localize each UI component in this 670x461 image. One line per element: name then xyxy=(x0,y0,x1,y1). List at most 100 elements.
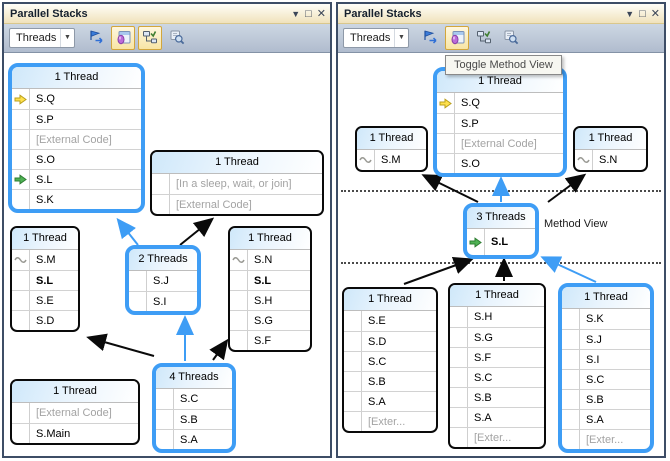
frame-row[interactable]: S.E xyxy=(12,290,78,310)
frame-label: S.L xyxy=(491,236,509,248)
stack-box-header[interactable]: 3 Threads xyxy=(467,207,535,229)
frame-row[interactable]: [Exter... xyxy=(562,429,650,449)
float-window-icon[interactable]: □ xyxy=(639,7,646,20)
frame-row[interactable]: S.P xyxy=(12,109,141,129)
frame-row[interactable]: S.D xyxy=(344,331,436,351)
frame-label: S.L xyxy=(36,274,54,287)
auto-scroll-button[interactable] xyxy=(472,26,496,50)
frame-row[interactable]: [Exter... xyxy=(344,411,436,431)
stack-box-header[interactable]: 4 Threads xyxy=(156,367,232,389)
frame-row[interactable]: S.L xyxy=(12,169,141,189)
frame-label: S.K xyxy=(36,193,54,206)
frame-label: S.P xyxy=(461,117,479,130)
window-menu-icon[interactable]: ▼ xyxy=(291,8,301,19)
stack-box-header[interactable]: 2 Threads xyxy=(129,249,197,271)
frame-row[interactable]: [External Code] xyxy=(152,194,322,214)
frame-row[interactable]: S.H xyxy=(230,290,310,310)
frame-row[interactable]: S.K xyxy=(12,189,141,209)
frame-row[interactable]: S.L xyxy=(467,229,535,255)
float-window-icon[interactable]: □ xyxy=(305,7,312,20)
frame-icon-gutter xyxy=(450,368,468,387)
frame-row[interactable]: S.A xyxy=(344,391,436,411)
frame-row[interactable]: S.G xyxy=(450,327,544,347)
close-icon[interactable]: ✕ xyxy=(316,7,326,20)
frame-row[interactable]: [External Code] xyxy=(12,403,138,423)
frame-row[interactable]: S.M xyxy=(357,150,426,170)
frame-row[interactable]: S.L xyxy=(12,270,78,290)
frame-row[interactable]: S.Q xyxy=(12,89,141,109)
frame-row[interactable]: S.B xyxy=(450,387,544,407)
stack-box-header[interactable]: 1 Thread xyxy=(357,128,426,150)
frame-row[interactable]: S.C xyxy=(450,367,544,387)
frame-row[interactable]: S.L xyxy=(230,270,310,290)
frame-row[interactable]: [In a sleep, wait, or join] xyxy=(152,174,322,194)
frame-icon-gutter xyxy=(12,424,30,443)
frame-row[interactable]: S.Main xyxy=(12,423,138,443)
frame-row[interactable]: S.B xyxy=(562,389,650,409)
frame-row[interactable]: S.Q xyxy=(437,93,563,113)
stack-box-header[interactable]: 1 Thread xyxy=(450,285,544,307)
toggle-method-view-button[interactable] xyxy=(111,26,135,50)
frame-row[interactable]: S.A xyxy=(562,409,650,429)
frame-row[interactable]: S.E xyxy=(344,311,436,331)
frame-row[interactable]: S.A xyxy=(450,407,544,427)
frame-row[interactable]: S.B xyxy=(344,371,436,391)
frame-label: S.B xyxy=(368,375,386,388)
stack-box-header[interactable]: 1 Thread xyxy=(437,71,563,93)
frame-row[interactable]: S.O xyxy=(437,153,563,173)
frame-row[interactable]: S.K xyxy=(562,309,650,329)
frame-row[interactable]: S.B xyxy=(156,409,232,429)
frame-row[interactable]: [Exter... xyxy=(450,427,544,447)
current-method-icon xyxy=(467,229,485,255)
frame-row[interactable]: S.M xyxy=(12,250,78,270)
stack-box-header[interactable]: 1 Thread xyxy=(12,228,78,250)
stack-box-header[interactable]: 1 Thread xyxy=(12,67,141,89)
frame-icon-gutter xyxy=(344,372,362,391)
frame-row[interactable]: S.A xyxy=(156,429,232,449)
frame-row[interactable]: S.I xyxy=(129,291,197,311)
stack-box-header[interactable]: 1 Thread xyxy=(344,289,436,311)
frame-icon-gutter xyxy=(344,332,362,351)
frame-row[interactable]: [External Code] xyxy=(12,129,141,149)
frame-label: S.E xyxy=(368,315,386,327)
frame-row[interactable]: S.D xyxy=(12,310,78,330)
stack-box-header[interactable]: 1 Thread xyxy=(230,228,310,250)
auto-scroll-button[interactable] xyxy=(138,26,162,50)
stack-box-header[interactable]: 1 Thread xyxy=(12,381,138,403)
show-only-flagged-button[interactable] xyxy=(418,26,442,50)
frame-row[interactable]: S.G xyxy=(230,310,310,330)
frame-icon-gutter xyxy=(450,307,468,327)
frame-label: S.A xyxy=(180,433,198,446)
frame-row[interactable]: S.F xyxy=(230,330,310,350)
frame-row[interactable]: S.C xyxy=(156,389,232,409)
frame-row[interactable]: S.C xyxy=(344,351,436,371)
frame-icon-gutter xyxy=(152,174,170,194)
frame-row[interactable]: S.P xyxy=(437,113,563,133)
frame-row[interactable]: S.C xyxy=(562,369,650,389)
frame-icon-gutter xyxy=(450,428,468,447)
frame-label: S.A xyxy=(586,413,604,426)
frame-row[interactable]: S.J xyxy=(562,329,650,349)
frame-row[interactable]: S.H xyxy=(450,307,544,327)
view-selector-dropdown[interactable]: Threads ▼ xyxy=(343,28,409,48)
show-only-flagged-button[interactable] xyxy=(84,26,108,50)
stack-box-header[interactable]: 1 Thread xyxy=(152,152,322,174)
frame-row[interactable]: S.N xyxy=(575,150,646,170)
frame-row[interactable]: S.N xyxy=(230,250,310,270)
frame-row[interactable]: S.F xyxy=(450,347,544,367)
frame-row[interactable]: S.O xyxy=(12,149,141,169)
view-selector-dropdown[interactable]: Threads ▼ xyxy=(9,28,75,48)
close-icon[interactable]: ✕ xyxy=(650,7,660,20)
frame-row[interactable]: S.J xyxy=(129,271,197,291)
stack-box-header[interactable]: 1 Thread xyxy=(575,128,646,150)
frame-label: S.C xyxy=(180,393,199,405)
stack-box-header[interactable]: 1 Thread xyxy=(562,287,650,309)
toggle-method-view-button[interactable] xyxy=(445,26,469,50)
frame-row[interactable]: [External Code] xyxy=(437,133,563,153)
zoom-control-button[interactable] xyxy=(165,26,189,50)
zoom-control-button[interactable] xyxy=(499,26,523,50)
toolbar: Threads ▼ xyxy=(4,24,330,53)
window-menu-icon[interactable]: ▼ xyxy=(625,8,635,19)
frame-row[interactable]: S.I xyxy=(562,349,650,369)
